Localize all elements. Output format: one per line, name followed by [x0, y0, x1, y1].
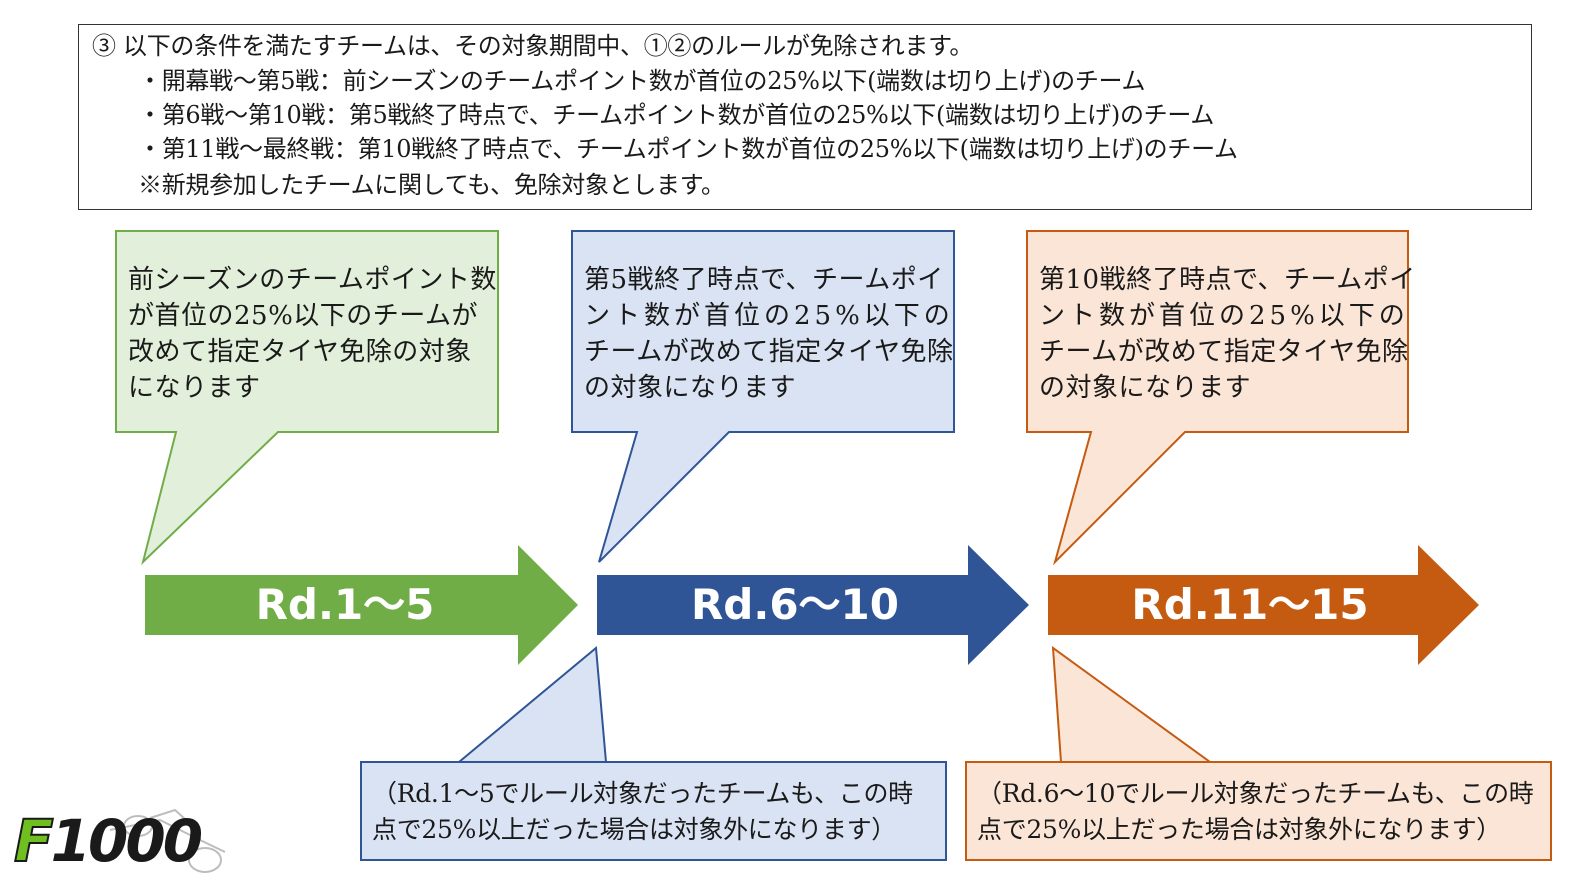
callout-line: 前シーズンのチームポイント数: [128, 265, 497, 295]
logo-letter: F: [13, 807, 55, 875]
arrow-stage-1: [145, 545, 578, 665]
arrow-stage-3: [1048, 545, 1479, 665]
arrow-label-stage-3: Rd.11～15: [1131, 580, 1369, 629]
callout-line: 第10戦終了時点で、チームポイ: [1039, 265, 1416, 295]
callout-text-round-6-10: 第5戦終了時点で、チームポイ ント数が首位の25%以下の チームが改めて指定タイ…: [584, 262, 954, 406]
callout-line: になります: [128, 373, 261, 403]
callout-line: 改めて指定タイヤ免除の対象: [128, 337, 472, 367]
race-car-icon: [109, 808, 226, 873]
f1000-logo: F1000: [13, 807, 203, 875]
rule-heading: ③ 以下の条件を満たすチームは、その対象期間中、①②のルールが免除されます。: [92, 32, 974, 60]
note-line: （Rd.1～5でルール対象だったチームも、この時: [372, 779, 913, 808]
callout-line: チームが改めて指定タイヤ免除: [584, 337, 954, 367]
note-line: 点で25%以上だった場合は対象外になります）: [977, 815, 1501, 844]
callout-line: の対象になります: [584, 373, 797, 403]
callout-line: ント数が首位の25%以下の: [1039, 301, 1409, 331]
note-callout-round-6: [360, 646, 947, 861]
note-line: （Rd.6～10でルール対象だったチームも、この時: [977, 779, 1534, 808]
note-callout-round-11: [965, 645, 1552, 861]
arrow-label-stage-1: Rd.1～5: [255, 580, 435, 629]
callout-text-round-11-15: 第10戦終了時点で、チームポイ ント数が首位の25%以下の チームが改めて指定タ…: [1039, 262, 1416, 406]
callout-text-round-1-5: 前シーズンのチームポイント数 が首位の25%以下のチームが 改めて指定タイヤ免除…: [128, 262, 497, 406]
callout-line: の対象になります: [1039, 373, 1252, 403]
note-text-round-6: （Rd.1～5でルール対象だったチームも、この時 点で25%以上だった場合は対象…: [372, 776, 913, 848]
callout-round-11-15: [1026, 230, 1409, 566]
logo-digits: 1000: [50, 807, 203, 875]
rule-note-new-team: ※新規参加したチームに関しても、免除対象とします。: [138, 171, 725, 199]
callout-line: 第5戦終了時点で、チームポイ: [584, 265, 944, 295]
callout-line: チームが改めて指定タイヤ免除: [1039, 337, 1409, 367]
callout-line: が首位の25%以下のチームが: [128, 301, 479, 331]
rule-item-opening: ・開幕戦～第5戦：前シーズンのチームポイント数が首位の25%以下(端数は切り上げ…: [138, 67, 1146, 95]
arrow-label-stage-2: Rd.6～10: [690, 580, 900, 629]
callout-round-6-10: [571, 230, 955, 563]
callout-round-1-5: [115, 230, 499, 566]
note-line: 点で25%以上だった場合は対象外になります）: [372, 815, 896, 844]
callout-line: ント数が首位の25%以下の: [584, 301, 954, 331]
rule-box: [78, 24, 1532, 210]
rule-item-round-6: ・第6戦～第10戦：第5戦終了時点で、チームポイント数が首位の25%以下(端数は…: [138, 101, 1215, 129]
rule-item-round-11: ・第11戦～最終戦：第10戦終了時点で、チームポイント数が首位の25%以下(端数…: [138, 135, 1238, 163]
arrow-stage-2: [597, 545, 1029, 665]
note-text-round-11: （Rd.6～10でルール対象だったチームも、この時 点で25%以上だった場合は対…: [977, 776, 1534, 848]
